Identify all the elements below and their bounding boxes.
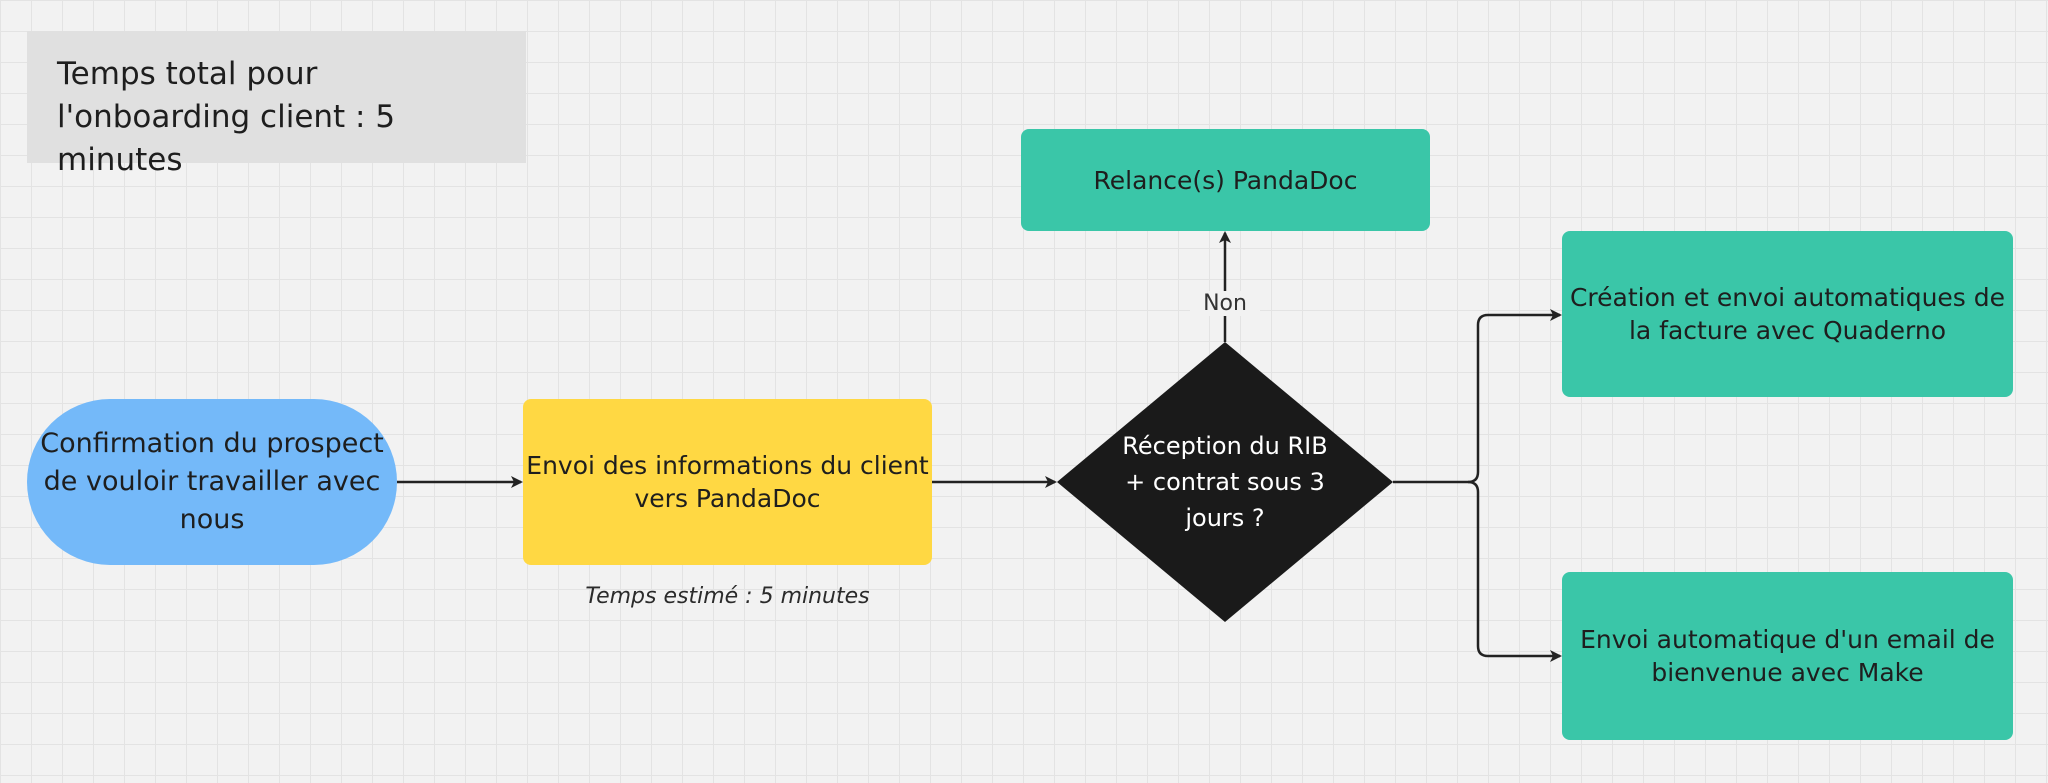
arrow-decision-to-welcome [1467, 480, 1562, 662]
start-node[interactable]: Confirmation du prospect de vouloir trav… [27, 399, 397, 565]
total-time-note[interactable]: Temps total pour l'onboarding client : 5… [27, 31, 526, 178]
decision-label: Réception du RIB + contrat sous 3 jours … [1122, 432, 1328, 532]
send-info-node[interactable]: Envoi des informations du client vers Pa… [523, 399, 932, 565]
relance-node[interactable]: Relance(s) PandaDoc [1021, 129, 1430, 231]
send-estimated-time: Temps estimé : 5 minutes [585, 584, 870, 609]
decision-diamond[interactable] [1057, 342, 1393, 622]
invoice-node[interactable]: Création et envoi automatiques de la fac… [1562, 231, 2013, 397]
edge-label-no: Non [1190, 291, 1260, 316]
welcome-email-node[interactable]: Envoi automatique d'un email de bienvenu… [1562, 572, 2013, 740]
arrow-decision-to-invoice [1393, 309, 1562, 484]
